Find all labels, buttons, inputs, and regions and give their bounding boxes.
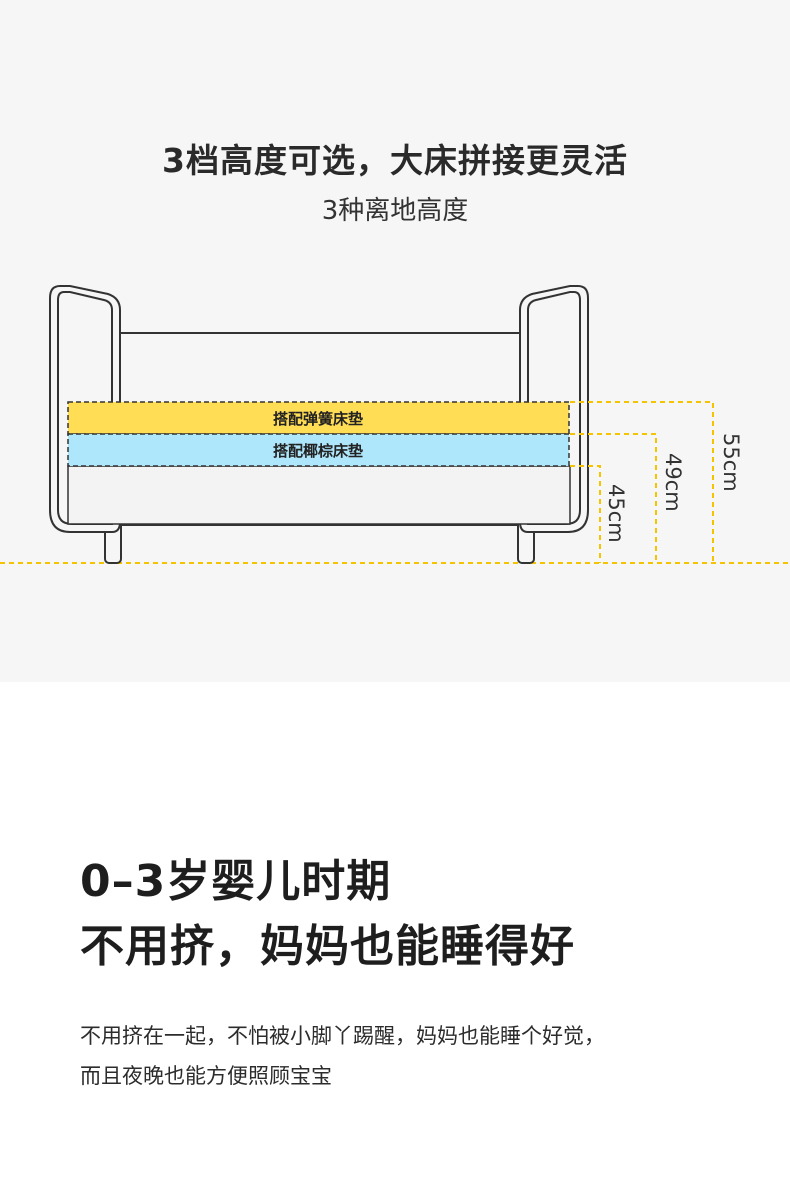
- bed-base: [67, 465, 571, 525]
- infant-description-line1: 不用挤在一起，不怕被小脚丫踢醒，妈妈也能睡个好觉，: [80, 1024, 605, 1048]
- section-title: 3档高度可选，大床拼接更灵活: [162, 141, 628, 180]
- infant-headline-line1: 0–3岁婴儿时期: [80, 856, 392, 907]
- section-subtitle: 3种离地高度: [321, 196, 469, 226]
- height-label-45: 45cm: [604, 484, 628, 543]
- height-guide-55: [570, 401, 714, 563]
- coir-mattress-label: 搭配椰棕床垫: [273, 442, 363, 460]
- height-label-55: 55cm: [719, 433, 743, 492]
- coir-mattress-layer: [67, 433, 570, 467]
- infant-description: 不用挤在一起，不怕被小脚丫踢醒，妈妈也能睡个好觉， 而且夜晚也能方便照顾宝宝: [80, 1016, 760, 1096]
- infant-description-line2: 而且夜晚也能方便照顾宝宝: [80, 1064, 332, 1088]
- height-guide-45: [570, 465, 601, 563]
- bed-height-diagram: 搭配弹簧床垫 搭配椰棕床垫 45cm 49cm 55cm: [0, 285, 790, 564]
- bed-side-panel-right-inner: [527, 291, 581, 525]
- infant-headline-line2: 不用挤，妈妈也能睡得好: [80, 921, 575, 972]
- spring-mattress-label: 搭配弹簧床垫: [273, 410, 363, 428]
- bed-side-panel-left-inner: [57, 291, 113, 525]
- height-label-49: 49cm: [661, 453, 685, 512]
- height-guide-49: [570, 433, 657, 563]
- spring-mattress-layer: [67, 401, 570, 435]
